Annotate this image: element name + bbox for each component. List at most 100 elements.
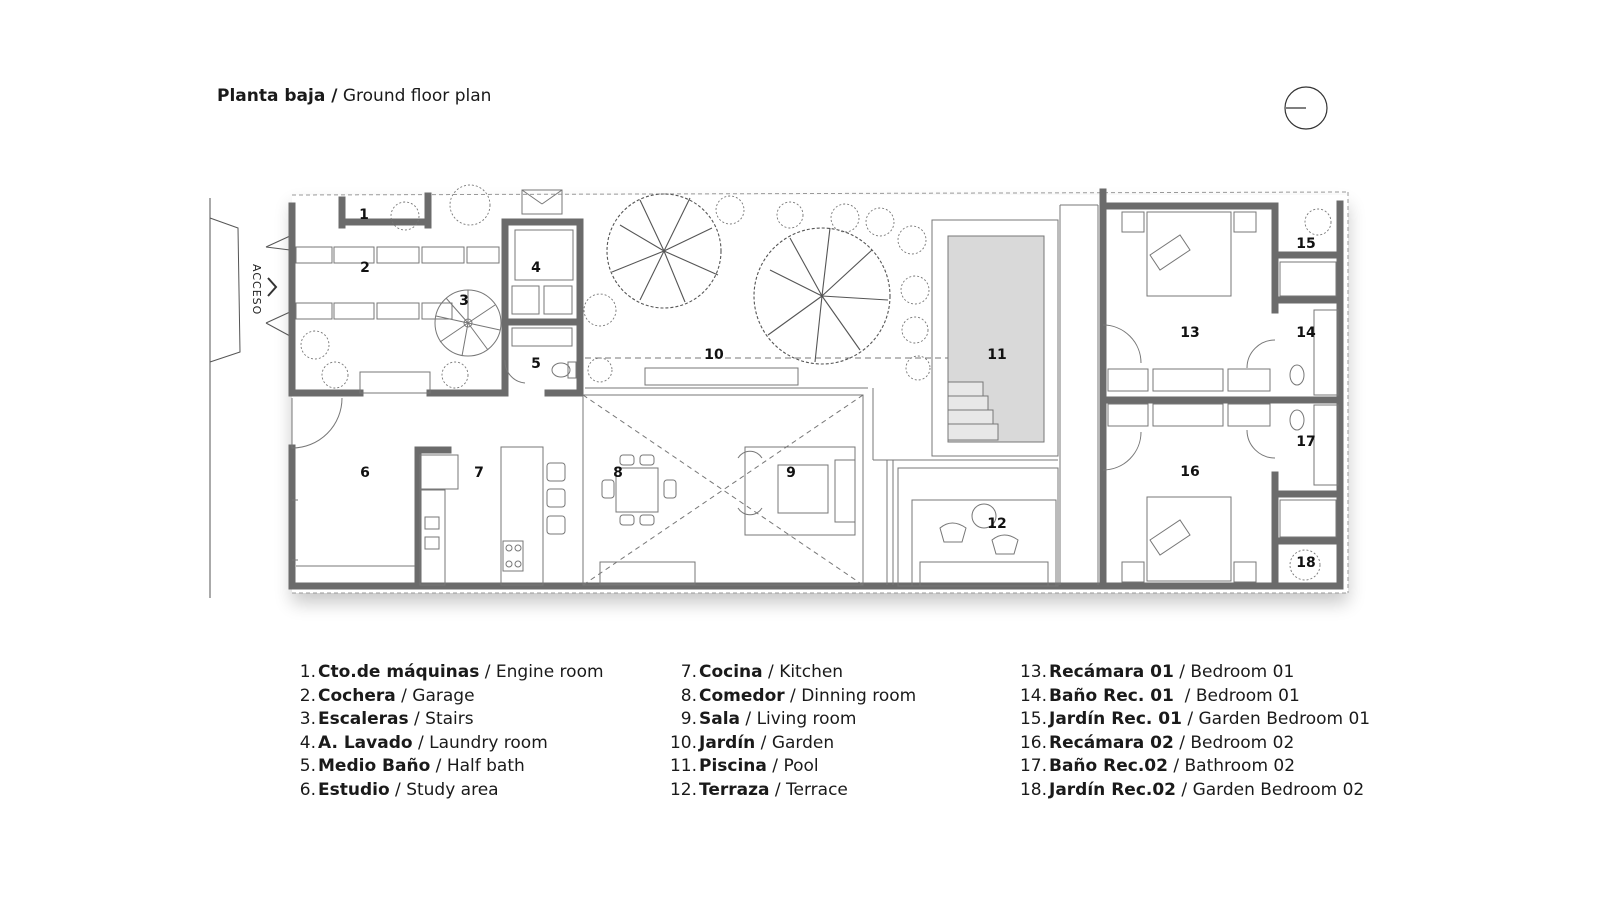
legend-number: 7. (680, 662, 697, 682)
legend-item: 8.Comedor / Dinning room (668, 685, 916, 709)
legend-item: 14.Baño Rec. 01 / Bedroom 01 (1018, 685, 1370, 709)
room-label-8: 8 (613, 465, 623, 481)
legend-number: 14. (1019, 685, 1047, 706)
legend-number: 9. (680, 709, 697, 730)
room-label-7: 7 (474, 465, 484, 481)
legend-separator: / (1176, 779, 1193, 800)
street-access (209, 198, 291, 598)
legend-number: 13. (1019, 662, 1047, 682)
room-label-15: 15 (1296, 236, 1315, 252)
legend-separator: / (1181, 709, 1199, 730)
legend-separator: / (755, 732, 772, 753)
legend-name-en: Bedroom 02 (1190, 732, 1295, 753)
legend-number: 3. (299, 709, 316, 730)
legend-separator: / (430, 756, 447, 777)
legend-separator: / (479, 662, 496, 682)
north-arrow-icon (1284, 86, 1328, 130)
legend-item: 4.A. Lavado / Laundry room (298, 732, 604, 756)
legend-number: 4. (299, 732, 316, 753)
legend-item: 10.Jardín / Garden (668, 732, 916, 756)
legend-item: 9.Sala / Living room (668, 708, 916, 732)
legend-name-es: Cochera (318, 685, 396, 706)
legend-item: 15.Jardín Rec. 01 / Garden Bedroom 01 (1018, 708, 1370, 732)
legend-name-en: Half bath (446, 756, 525, 777)
legend-item: 11.Piscina / Pool (668, 755, 916, 779)
legend-name-es: Jardín (699, 732, 756, 753)
legend-name-en: Living room (756, 709, 857, 730)
room-label-18: 18 (1296, 555, 1315, 571)
legend-number: 2. (299, 685, 316, 706)
legend-column-2: 7.Cocina / Kitchen 8.Comedor / Dinning r… (668, 661, 916, 803)
legend-number: 5. (299, 756, 316, 777)
room-label-2: 2 (360, 260, 370, 276)
legend-name-en: Pool (783, 756, 819, 777)
legend-name-es: Piscina (699, 756, 767, 777)
legend-item: 16.Recámara 02 / Bedroom 02 (1018, 732, 1370, 756)
access-label: ACCESO (250, 264, 263, 315)
legend-column-1: 1.Cto.de máquinas / Engine room 2.Cocher… (298, 661, 604, 803)
legend-name-en: Study area (406, 779, 499, 800)
legend-separator: / (784, 685, 802, 706)
tree-icon (606, 193, 891, 365)
legend-name-en: Laundry room (429, 732, 548, 753)
legend-number: 6. (299, 779, 316, 800)
legend-separator: / (1173, 732, 1191, 753)
legend-separator: / (412, 732, 430, 753)
legend-number: 18. (1019, 779, 1047, 800)
room-label-14: 14 (1296, 325, 1316, 341)
legend-name-en: Engine room (495, 662, 604, 682)
legend-name-en: Bedroom 01 (1195, 685, 1300, 706)
legend-name-es: A. Lavado (318, 732, 413, 753)
legend-number: 15. (1019, 709, 1047, 730)
room-label-11: 11 (987, 347, 1006, 363)
room-label-1: 1 (359, 207, 369, 223)
legend-name-es: Jardín Rec.02 (1049, 779, 1177, 800)
legend-item: 12.Terraza / Terrace (668, 779, 916, 803)
room-label-16: 16 (1180, 464, 1199, 480)
legend-number: 11. (669, 756, 697, 777)
plan-title-es: Planta baja / (217, 86, 338, 106)
legend-name-en: Garden Bedroom 01 (1198, 709, 1371, 730)
room-label-10: 10 (704, 347, 724, 363)
legend-separator: / (766, 756, 784, 777)
legend-separator: / (408, 709, 426, 730)
legend-item: 5.Medio Baño / Half bath (298, 755, 604, 779)
legend-name-es: Recámara 01 (1049, 662, 1174, 682)
legend-name-en: Dinning room (801, 685, 917, 706)
room-label-4: 4 (531, 260, 541, 276)
legend-name-en: Garden Bedroom 02 (1192, 779, 1365, 800)
legend-name-es: Estudio (318, 779, 390, 800)
legend-item: 18.Jardín Rec.02 / Garden Bedroom 02 (1018, 779, 1370, 803)
legend-name-en: Garden (771, 732, 835, 753)
legend-number: 17. (1019, 756, 1047, 777)
interior-lines (291, 189, 1339, 587)
room-label-9: 9 (786, 465, 796, 481)
legend-number: 8. (680, 685, 697, 706)
room-label-3: 3 (459, 293, 469, 309)
legend-separator: / (395, 685, 413, 706)
legend-name-es: Recámara 02 (1049, 732, 1174, 753)
legend-item: 3.Escaleras / Stairs (298, 708, 604, 732)
legend-name-en: Terrace (786, 779, 848, 800)
legend-separator: / (1167, 756, 1185, 777)
legend-name-en: Kitchen (779, 662, 844, 682)
legend-name-en: Bathroom 02 (1184, 756, 1296, 777)
legend-item: 13.Recámara 01 / Bedroom 01 (1018, 661, 1370, 685)
legend-separator: / (1173, 685, 1196, 706)
shrub-icons (300, 184, 1332, 581)
legend-item: 2.Cochera / Garage (298, 685, 604, 709)
plan-title: Planta baja / Ground floor plan (217, 86, 491, 106)
room-label-17: 17 (1296, 434, 1315, 450)
legend-column-3: 13.Recámara 01 / Bedroom 01 14.Baño Rec.… (1018, 661, 1370, 803)
legend-name-es: Comedor (699, 685, 785, 706)
legend-number: 10. (669, 732, 697, 753)
room-label-6: 6 (360, 465, 370, 481)
legend-name-es: Sala (699, 709, 741, 730)
legend-name-en: Garage (412, 685, 475, 706)
legend-name-es: Escaleras (318, 709, 409, 730)
legend-separator: / (1173, 662, 1191, 682)
room-label-12: 12 (987, 516, 1006, 532)
legend-separator: / (769, 779, 787, 800)
legend-number: 12. (669, 779, 697, 800)
